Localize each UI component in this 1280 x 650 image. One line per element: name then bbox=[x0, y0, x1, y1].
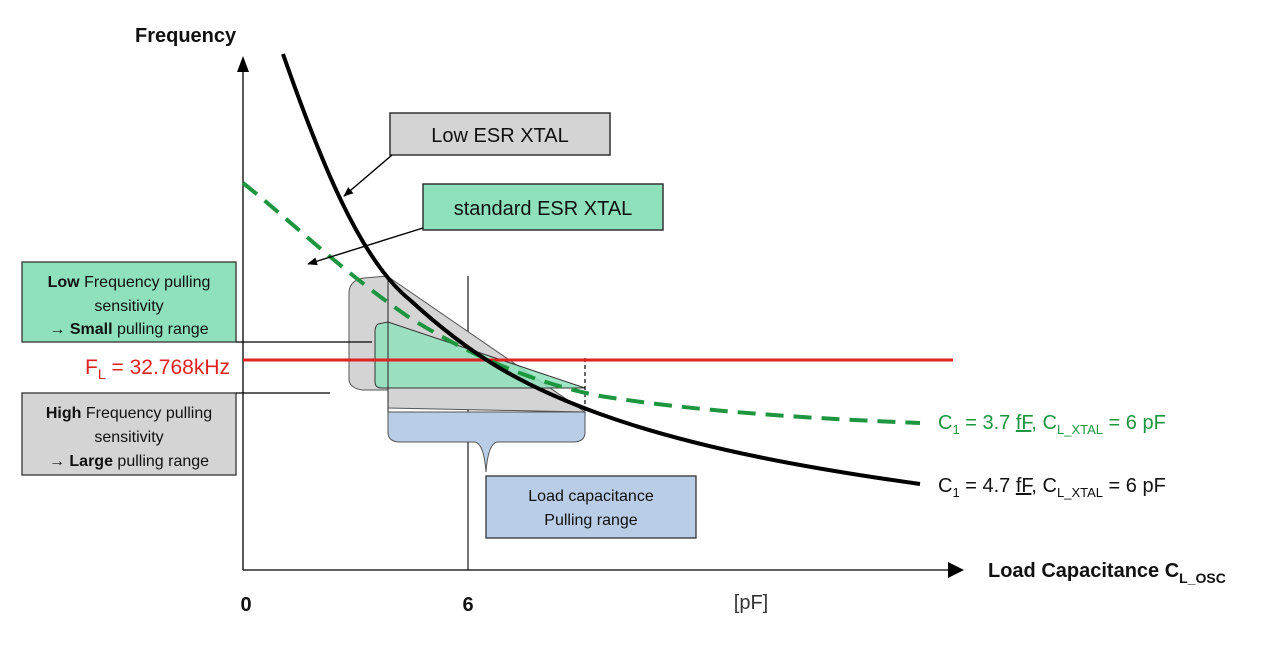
standard-esr-callout-box bbox=[422, 183, 664, 231]
standard-esr-curve-label: C1 = 3.7 fF, CL_XTAL = 6 pF bbox=[938, 412, 1166, 437]
low-sensitivity-line2: sensitivity bbox=[94, 298, 163, 315]
low-esr-callout-text: Low ESR XTAL bbox=[431, 125, 568, 147]
x-axis-tick-6: 6 bbox=[462, 594, 473, 616]
standard-esr-callout-arrow bbox=[307, 227, 424, 266]
standard-esr-callout-text: standard ESR XTAL bbox=[454, 198, 633, 220]
load-capacitance-range-brace bbox=[387, 411, 586, 473]
low-esr-callout-arrow bbox=[343, 154, 393, 197]
high-sensitivity-callout-box bbox=[21, 392, 237, 476]
low-esr-curve-label: C1 = 4.7 fF, CL_XTAL = 6 pF bbox=[938, 475, 1166, 500]
x-axis-origin-label: 0 bbox=[240, 594, 251, 616]
y-axis-label: Frequency bbox=[135, 25, 237, 47]
x-axis-unit-label: [pF] bbox=[734, 592, 768, 614]
low-sensitivity-callout-box bbox=[21, 261, 237, 343]
load-capacitance-callout-box bbox=[485, 475, 697, 539]
load-capacitance-line2: Pulling range bbox=[544, 512, 638, 529]
low-esr-callout-box bbox=[389, 112, 611, 156]
low-esr-curve bbox=[281, 53, 921, 486]
high-sensitivity-line2: sensitivity bbox=[94, 429, 163, 446]
standard-esr-curve bbox=[241, 181, 921, 425]
x-axis-arrowhead bbox=[948, 562, 964, 578]
high-sensitivity-line1: High Frequency pulling bbox=[46, 405, 212, 422]
low-sensitivity-line1: Low Frequency pulling bbox=[48, 274, 211, 291]
high-sensitivity-line3: → Large pulling range bbox=[49, 453, 209, 470]
fl-reference-label: FL = 32.768kHz bbox=[85, 356, 230, 382]
load-capacitance-line1: Load capacitance bbox=[528, 488, 654, 505]
x-axis-label: Load Capacitance CL_OSC bbox=[988, 560, 1226, 586]
low-sensitivity-line3: → Small pulling range bbox=[49, 321, 208, 338]
y-axis-arrowhead bbox=[237, 56, 249, 72]
